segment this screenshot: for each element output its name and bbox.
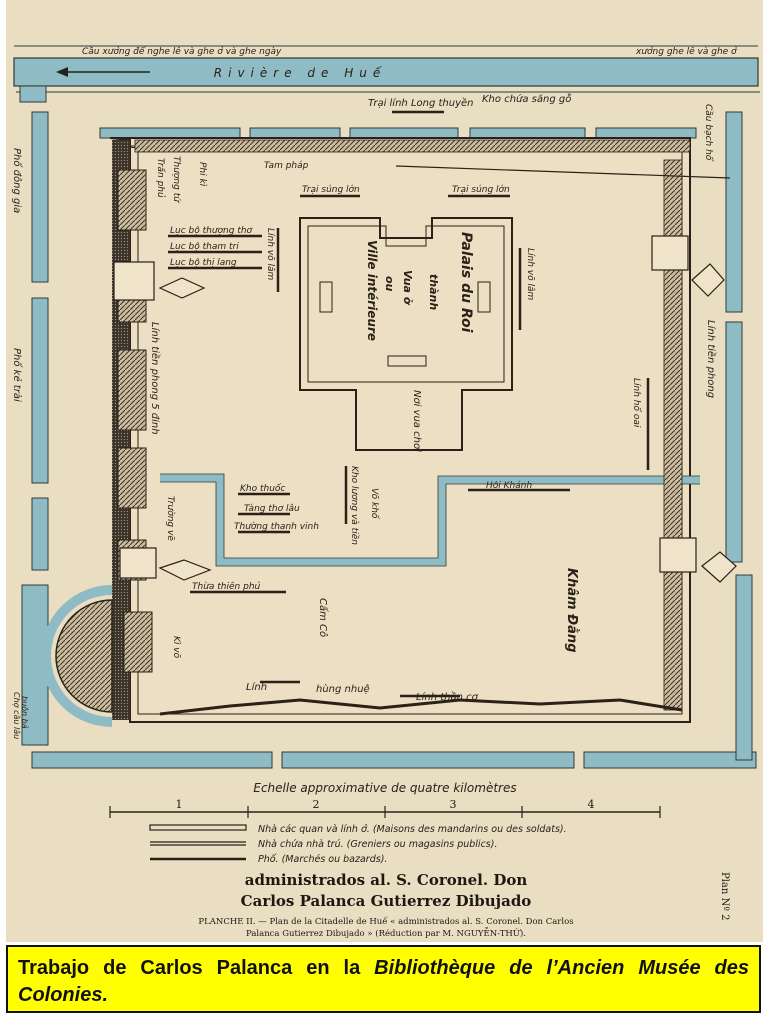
river-top-label: Cầu xưởng để nghe lê và ghe ở và ghe ngà… [82, 46, 282, 57]
scale-tick-1: 1 [176, 798, 183, 811]
label-linh-tien-phong: Lính tiền phong [705, 320, 717, 398]
label-cam-co: Cấm Cô [317, 598, 329, 637]
label-thua-thien-phu: Thừa thiên phủ [192, 581, 261, 592]
label-linh-than-co: Lính thần cơ [416, 691, 479, 703]
label-linh-ho-oai: Lính hổ oai [631, 378, 642, 428]
label-ki-vo: Kì võ [171, 636, 182, 659]
label-vua-o: Vua ở [401, 270, 414, 306]
label-linh-vo-lam-2: Lính võ lâm [525, 248, 535, 300]
plan-number: Plan Nº 2 [719, 872, 730, 921]
label-noi-vua-choi: Nơi vua chơi [411, 390, 422, 452]
label-kho-chua-sang-go: Kho chứa săng gỗ [482, 92, 572, 105]
label-linh: Lính [246, 681, 267, 693]
label-luc-bo-thi-lang: Lục bộ thị lang [170, 258, 237, 268]
caption-box: Trabajo de Carlos Palanca en la Biblioth… [6, 945, 761, 1013]
label-vo-kho: Võ khố [369, 488, 380, 520]
scale-title: Echelle approximative de quatre kilomètr… [253, 781, 516, 795]
label-pho-ke-trai: Phố kẻ trài [11, 348, 24, 402]
scale-tick-4: 4 [588, 798, 595, 811]
label-ville-interieure: Ville intérieure [365, 240, 379, 341]
label-thuong-tu: Thượng tứ [171, 156, 182, 203]
label-thuong-thanh-vinh: Thường thanh vinh [234, 521, 319, 532]
label-kho-luong-va-tien: Kho lương và tiền [349, 466, 360, 545]
legend-item-1: Nhà các quan và lính ở. (Maisons des man… [258, 824, 567, 835]
label-thanh: thành [427, 274, 440, 310]
label-trai-sung-lon-1: Trại súng lớn [302, 184, 360, 195]
scale-tick-3: 3 [450, 798, 457, 811]
inscription-line-2: Carlos Palanca Gutierrez Dibujado [241, 892, 532, 910]
label-cau-bach-ho: Cầu bạch hổ [703, 104, 714, 162]
label-ou: ou [383, 276, 396, 292]
south-ramparts [159, 698, 683, 716]
label-luc-bo-thuong-the: Lục bộ thượng thơ [170, 226, 253, 236]
label-truong-ve: Trường vẽ [165, 496, 176, 541]
label-kham-dang: Khâm Đằng [564, 568, 579, 653]
label-buon-ba: buôn bả [20, 696, 30, 729]
gates [113, 235, 737, 583]
west-ramparts [112, 140, 153, 720]
plate-caption-line-1: PLANCHE II. — Plan de la Citadelle de Hu… [198, 916, 573, 927]
palais-du-roi [299, 217, 513, 451]
legend: Nhà các quan và lính ở. (Maisons des man… [149, 824, 567, 865]
label-luc-bo-tham-tri: Lục bộ tham tri [170, 242, 239, 252]
label-linh-vo-lam-1: Lính võ lâm [265, 228, 275, 280]
label-trai-linh-long-thuyen: Trại lính Long thuyền [368, 97, 474, 109]
flag-mast [395, 165, 731, 179]
label-tam-phap: Tam pháp [264, 161, 309, 171]
north-ramparts [134, 139, 691, 153]
caption-italic: Bibliothèque de l’Ancien Musée des Colon… [18, 957, 749, 1006]
scale-tick-2: 2 [313, 798, 320, 811]
legend-item-3: Phố. (Marchés ou bazards). [258, 854, 387, 865]
label-kho-thuoc: Kho thuốc [240, 483, 285, 494]
river-top-label-right: xưởng ghe lê và ghe ở [635, 46, 737, 57]
label-hung-nhue: hùng nhuệ [316, 683, 370, 695]
inscription-line-1: administrados al. S. Coronel. Don [245, 871, 528, 889]
label-cho-cau-lau: Chợ cầu lâu [12, 692, 22, 739]
label-hoi-khanh: Hội Khánh [486, 481, 532, 491]
label-phi-ki: Phi kì [197, 162, 208, 187]
label-trai-sung-lon-2: Trại súng lớn [452, 184, 510, 195]
legend-item-2: Nhà chứa nhà trú. (Greniers ou magasins … [258, 839, 497, 850]
plate-caption-line-2: Palanca Gutierrez Dibujado » (Réduction … [246, 926, 526, 939]
river-name: Rivière de Huế [214, 66, 386, 80]
label-palais-du-roi: Palais du Roi [458, 232, 474, 333]
sw-bastion [55, 599, 113, 713]
label-pho-dong-gia: Phố đông gia [11, 148, 24, 213]
label-tang-tho-lau: Tàng thơ lâu [244, 504, 300, 514]
label-tran-phu: Trấn phủ [155, 158, 166, 198]
citadel-map: Cầu xưởng để nghe lê và ghe ở và ghe ngà… [11, 45, 760, 939]
caption-prefix: Trabajo de Carlos Palanca en la [18, 957, 375, 979]
building-bars [168, 110, 650, 698]
label-linh-tien-phong-5-dinh: Lính tiền phong 5 đinh [149, 322, 161, 435]
